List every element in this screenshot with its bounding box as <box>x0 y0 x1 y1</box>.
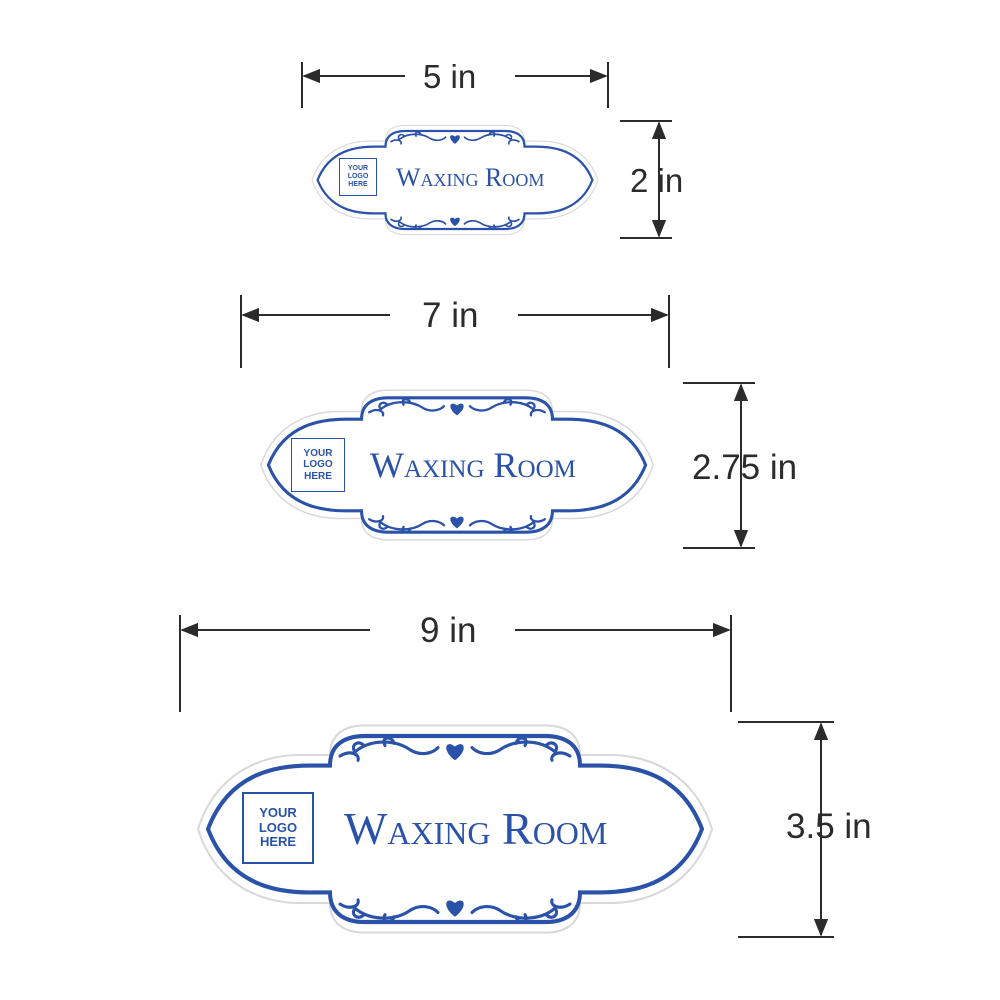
logo-text-line: LOGO <box>258 819 298 835</box>
flourish-ornament <box>463 131 513 142</box>
flourish-ornament <box>338 898 360 909</box>
flourish-ornament <box>508 216 520 222</box>
flourish-ornament <box>508 139 520 145</box>
flourish-ornament <box>368 408 385 417</box>
logo-text-line: HERE <box>259 834 297 850</box>
large-width-label: 9 in <box>420 611 477 651</box>
flourish-ornament <box>397 220 447 230</box>
sign-border <box>266 396 648 534</box>
sign-large: YOUR LOGO HERE Waxing Room <box>180 718 730 940</box>
heart-icon <box>450 516 464 529</box>
flourish-ornament <box>390 216 402 222</box>
sign-outline <box>311 124 599 236</box>
flourish-ornament <box>550 898 572 909</box>
flourish-ornament <box>470 736 559 756</box>
logo-text-line: YOUR <box>303 447 333 459</box>
medium-height-label: 2.75 in <box>692 448 798 487</box>
logo-text-line: HERE <box>304 470 332 482</box>
logo-text-line: LOGO <box>347 172 369 180</box>
flourish-ornament <box>550 751 572 762</box>
flourish-ornament <box>470 905 559 924</box>
heart-icon <box>450 403 464 416</box>
sign-outline <box>196 724 714 934</box>
flourish-ornament <box>468 519 536 534</box>
sign-border <box>316 129 594 231</box>
heart-icon <box>446 900 464 917</box>
flourish-ornament <box>378 519 446 534</box>
heart-icon <box>450 217 460 227</box>
medium-width-label: 7 in <box>422 296 479 336</box>
heart-icon <box>450 135 460 144</box>
flourish-ornament <box>468 398 536 412</box>
sign-title: Waxing Room <box>344 803 608 854</box>
sign-title: Waxing Room <box>396 163 545 192</box>
flourish-ornament <box>463 220 513 230</box>
flourish-ornament <box>378 398 446 412</box>
flourish-ornament <box>338 751 360 762</box>
flourish-ornament <box>397 131 447 142</box>
heart-icon <box>446 744 464 761</box>
logo-placeholder: YOUR LOGO HERE <box>339 158 377 196</box>
logo-text-line: HERE <box>348 181 368 189</box>
logo-text-line: YOUR <box>347 164 369 172</box>
sign-frame <box>196 724 714 934</box>
flourish-ornament <box>351 905 440 924</box>
sign-frame <box>311 124 599 236</box>
sign-frame <box>259 389 655 541</box>
small-height-label: 2 in <box>630 162 684 199</box>
logo-placeholder: YOUR LOGO HERE <box>242 792 314 864</box>
sign-small: YOUR LOGO HERE Waxing Room <box>302 120 608 240</box>
large-height-label: 3.5 in <box>786 807 872 846</box>
sign-outline <box>259 389 655 541</box>
flourish-ornament <box>529 408 546 417</box>
sign-border <box>205 733 705 925</box>
flourish-ornament <box>368 515 385 523</box>
sign-medium: YOUR LOGO HERE Waxing Room <box>247 382 667 548</box>
logo-text-line: YOUR <box>259 804 297 820</box>
small-width-label: 5 in <box>423 58 477 96</box>
logo-text-line: LOGO <box>303 459 333 471</box>
sign-title: Waxing Room <box>370 445 576 485</box>
flourish-ornament <box>390 139 402 145</box>
flourish-ornament <box>529 515 546 523</box>
flourish-ornament <box>351 736 440 756</box>
logo-placeholder: YOUR LOGO HERE <box>291 438 345 492</box>
